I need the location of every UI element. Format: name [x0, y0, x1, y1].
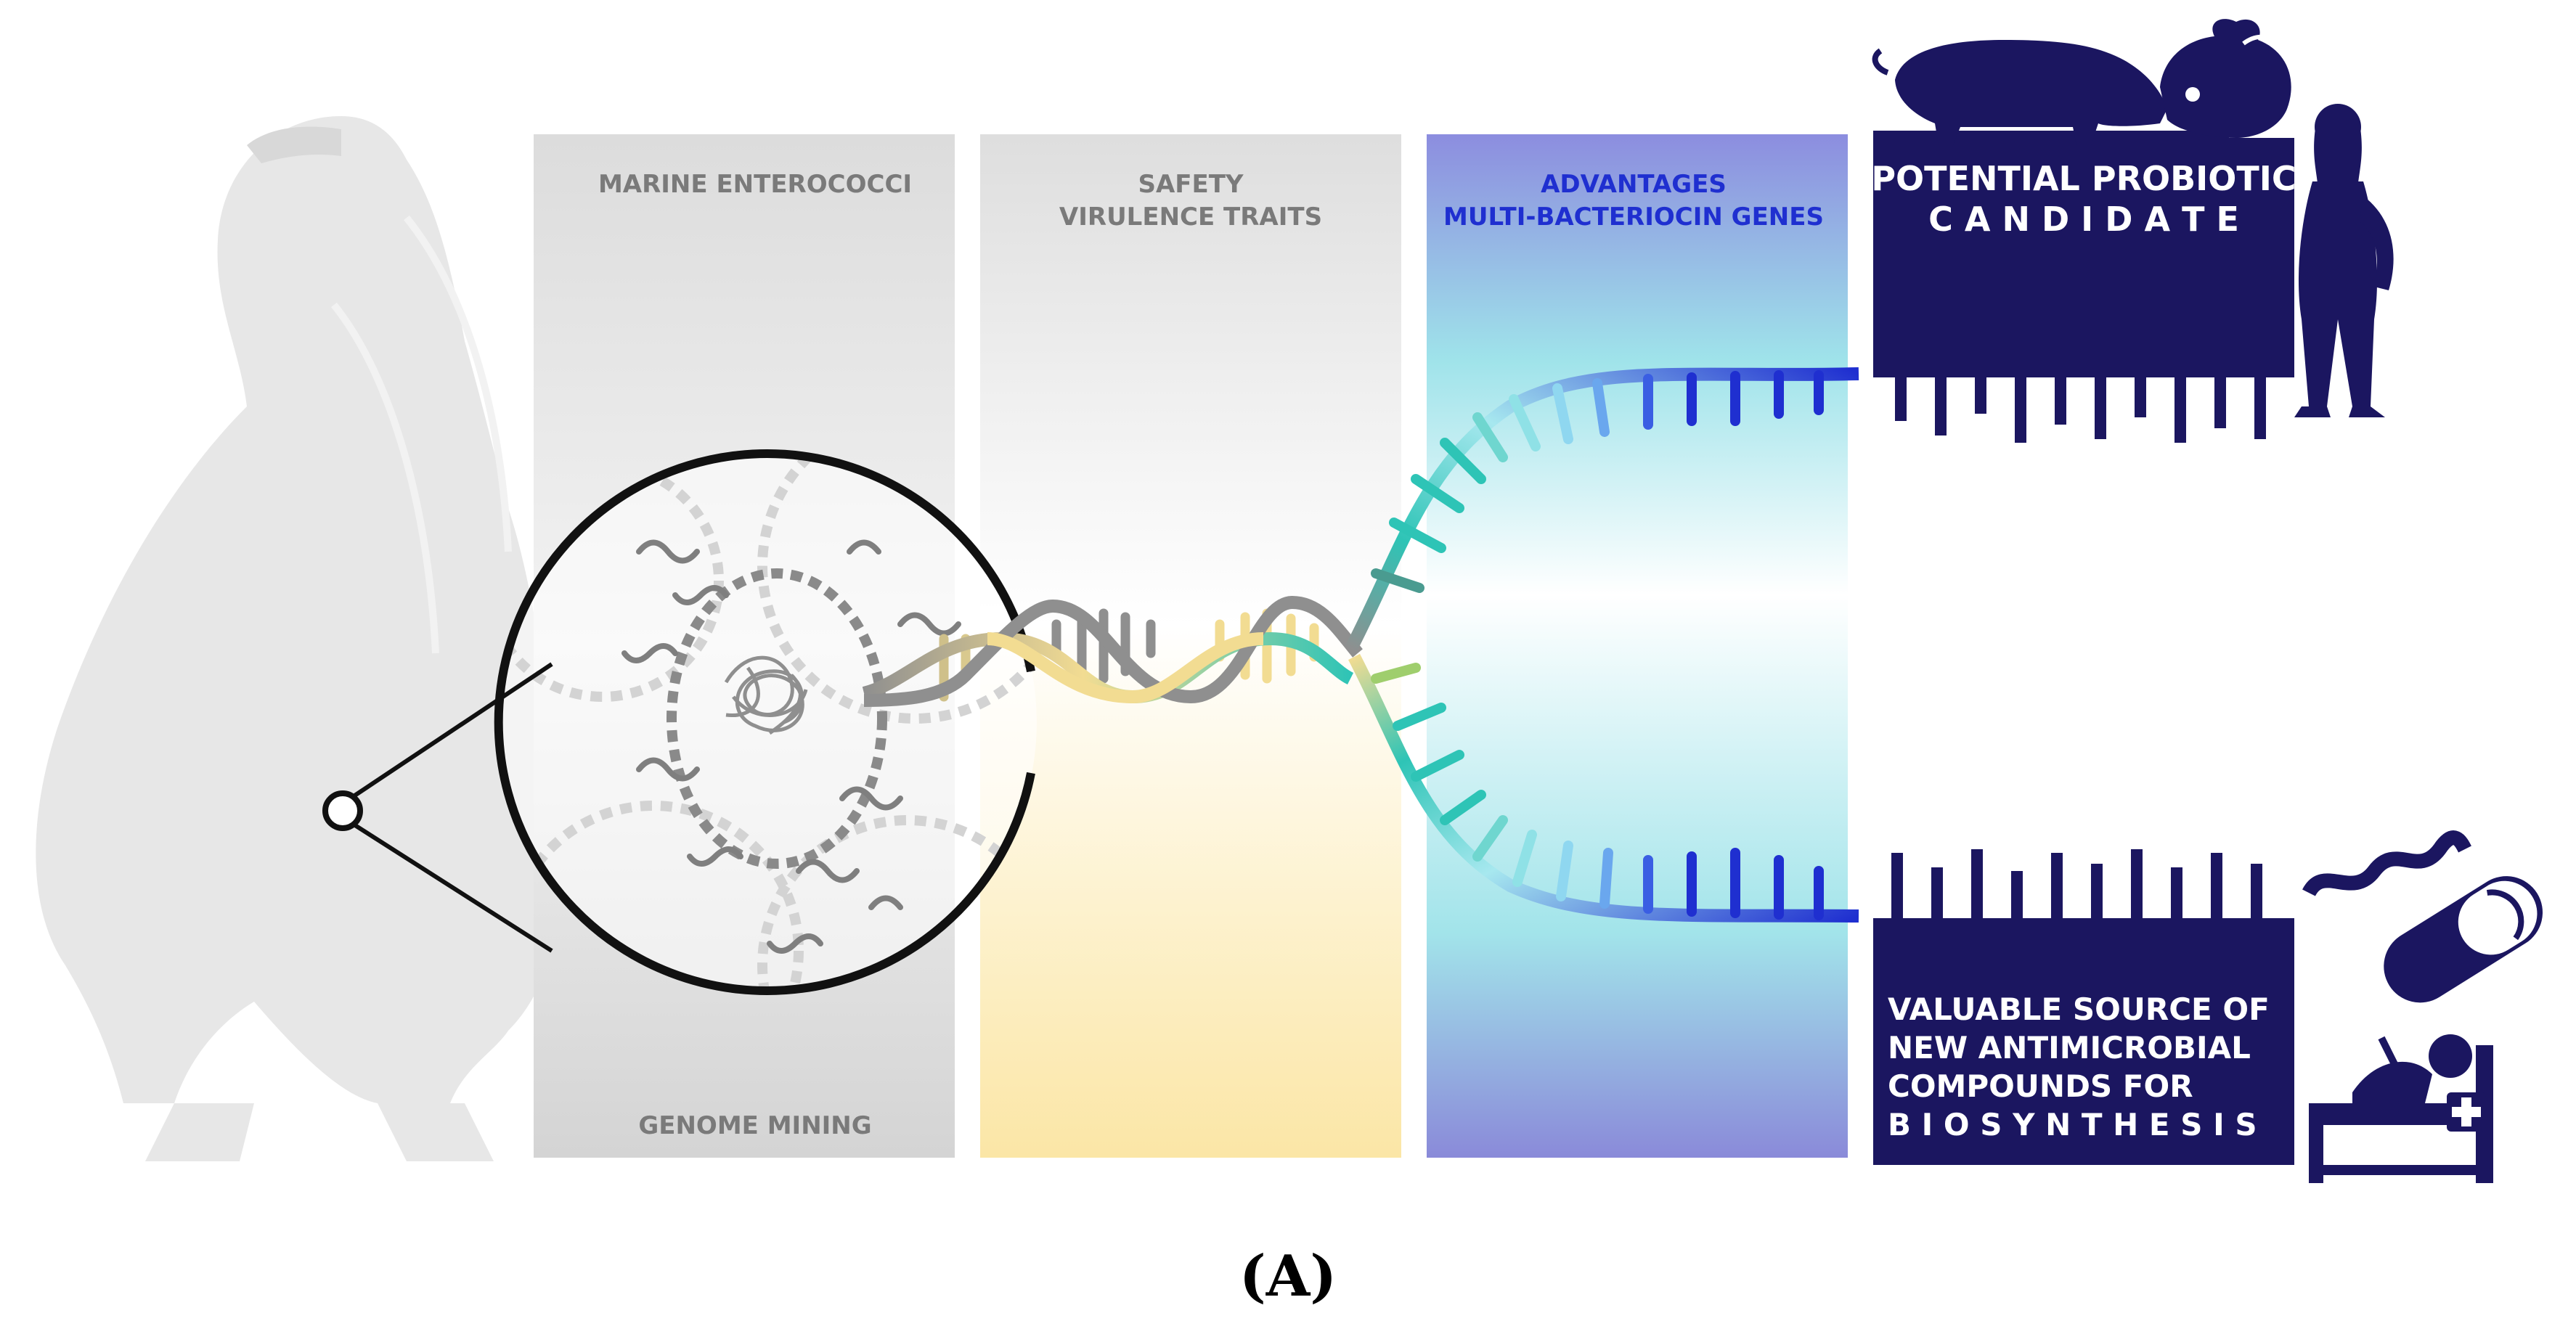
probiotic-line-1: POTENTIAL PROBIOTIC	[1871, 159, 2296, 198]
antimicrobial-line-1: VALUABLE SOURCE OF	[1888, 991, 2270, 1027]
probiotic-line-2: C A N D I D A T E	[1928, 200, 2239, 239]
antimicrobial-line-2: NEW ANTIMICROBIAL	[1888, 1030, 2251, 1066]
marine-title: MARINE ENTEROCOCCI	[598, 170, 912, 199]
penguin-silhouette	[36, 116, 561, 1161]
safety-title-1: SAFETY	[1138, 170, 1243, 199]
antimicrobial-line-3: COMPOUNDS FOR	[1888, 1068, 2193, 1104]
patient-bed-icon	[2309, 1034, 2493, 1183]
cow-icon	[2160, 19, 2291, 139]
dna-upper-arm	[1345, 367, 1859, 653]
safety-title-2: VIRULENCE TRAITS	[1059, 203, 1322, 232]
lens-contents	[500, 454, 1037, 991]
capsule-icon	[2302, 830, 2543, 1003]
advantages-title-1: ADVANTAGES	[1541, 170, 1727, 199]
antimicrobial-line-4: B I O S Y N T H E S I S	[1888, 1107, 2257, 1142]
panel-label: (A)	[1239, 1243, 1337, 1309]
dna-helix	[862, 595, 1363, 707]
probiotic-board	[1873, 131, 2294, 443]
column-advantages-background	[1427, 134, 1848, 1158]
magnifier-lens	[322, 449, 1035, 995]
antimicrobial-board	[1873, 849, 2294, 1165]
marine-footer: GENOME MINING	[638, 1111, 871, 1140]
woman-icon	[2294, 104, 2394, 417]
penguin-markings	[331, 215, 512, 654]
pig-icon	[1872, 40, 2167, 145]
advantages-title-2: MULTI-BACTERIOCIN GENES	[1443, 203, 1824, 232]
dna-lower-arm	[1348, 653, 1859, 923]
